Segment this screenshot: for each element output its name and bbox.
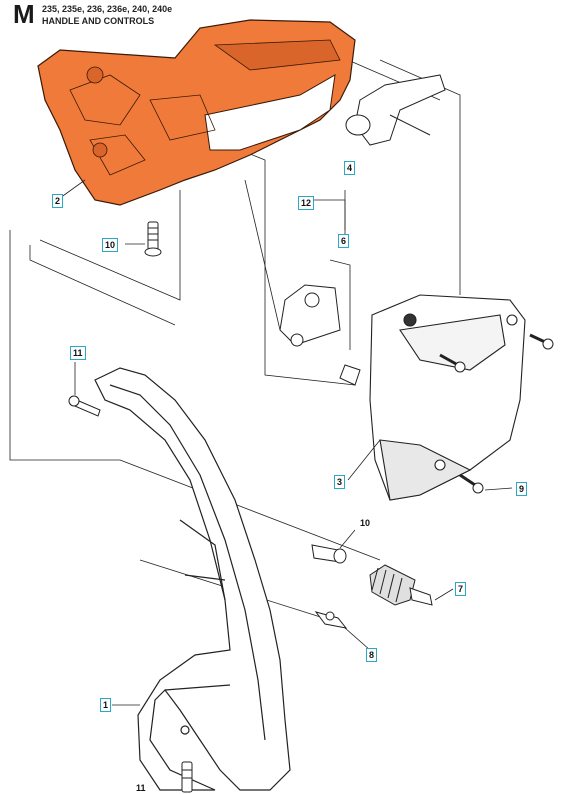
control-lever [279, 284, 361, 386]
callout-1: 1 [100, 698, 112, 712]
screw-10-left [144, 221, 162, 257]
throttle-trigger [345, 74, 446, 146]
screw-11-bottom [181, 761, 193, 793]
front-handle-bar [94, 367, 291, 791]
callout-10-left: 10 [102, 238, 119, 252]
callout-7: 7 [455, 582, 467, 596]
screw-11-top [68, 395, 101, 417]
sleeve-10-right [311, 544, 347, 564]
callout-12: 12 [298, 196, 315, 210]
callout-9: 9 [516, 482, 528, 496]
bolts [439, 333, 554, 494]
callout-leaders [59, 179, 513, 706]
model-list: 235, 235e, 236, 236e, 240, 240e [42, 4, 173, 14]
spring-7 [369, 564, 433, 606]
plug-8 [314, 611, 348, 629]
callout-2: 2 [52, 194, 64, 208]
section-letter: M [13, 0, 35, 29]
callout-10-right: 10 [360, 518, 371, 528]
callout-11-bottom: 11 [136, 783, 146, 793]
callout-11-top: 11 [70, 346, 86, 360]
callout-3: 3 [334, 475, 346, 489]
callout-6: 6 [338, 234, 350, 248]
callout-8: 8 [366, 648, 378, 662]
handle-housing [37, 19, 356, 206]
page-title: HANDLE AND CONTROLS [42, 16, 155, 26]
side-cover [369, 294, 526, 501]
callout-4: 4 [344, 161, 356, 175]
